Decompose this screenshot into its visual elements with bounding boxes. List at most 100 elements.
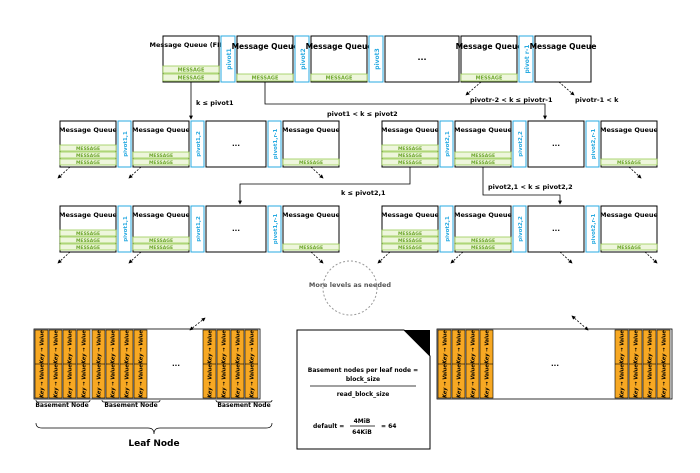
svg-text:pivot2,r-1: pivot2,r-1	[591, 214, 597, 245]
leaf-node-brace: Leaf Node	[35, 422, 273, 449]
root-message-queue-r: Message Queue	[530, 35, 596, 83]
svg-text:pivot2,r-1: pivot2,r-1	[591, 129, 597, 160]
root-pivot-1: pivot1	[220, 35, 236, 83]
edge-l2-to-l3-right	[482, 167, 562, 205]
svg-text:pivot2,1: pivot2,1	[445, 131, 451, 157]
message-label: MESSAGE	[617, 160, 641, 166]
key-value-label: Key → Value	[82, 364, 88, 398]
root-pivot-2: pivot2	[294, 35, 310, 83]
basement-label-2: Basement Node	[104, 402, 157, 409]
level3-edges	[57, 251, 658, 264]
edge-root-dashed-2	[558, 81, 575, 96]
message-label: MESSAGE	[617, 245, 641, 251]
basement-label-1: Basement Node	[35, 402, 88, 409]
message-label: MESSAGE	[398, 238, 422, 244]
key-value-label: Key → Value	[208, 330, 214, 364]
formula-default-label: default =	[313, 423, 344, 430]
formula-default-result: = 64	[381, 423, 396, 430]
key-value-label: Key → Value	[208, 364, 214, 398]
edge-label-k-le-pivot21: k ≤ pivot2,1	[341, 189, 386, 197]
root-edges	[189, 81, 575, 120]
svg-text:...: ...	[232, 140, 240, 148]
message-label: MESSAGE	[252, 76, 279, 82]
message-label: MESSAGE	[76, 153, 100, 159]
formula-numerator: block_size	[346, 376, 380, 383]
formula-denominator: read_block_size	[337, 391, 390, 398]
edge-label-pivot-r2: pivotr-2 < k ≤ pivotr-1	[470, 96, 553, 104]
key-value-label: Key → Value	[250, 364, 256, 398]
key-value-label: Key → Value	[125, 364, 131, 398]
key-value-label: Key → Value	[457, 364, 463, 398]
svg-text:pivot3: pivot3	[374, 48, 381, 69]
edge-l2-to-l3-left	[238, 167, 411, 205]
key-value-label: Key → Value	[139, 364, 145, 398]
level3-left-node: Message Queue MESSAGE MESSAGE MESSAGE pi…	[59, 205, 341, 253]
key-value-label: Key → Value	[443, 330, 449, 364]
svg-text:Message Queue: Message Queue	[456, 42, 523, 51]
message-label: MESSAGE	[299, 160, 323, 166]
key-value-label: Key → Value	[250, 330, 256, 364]
key-value-label: Key → Value	[222, 330, 228, 364]
root-mq-label: Message Queue (FIFO)	[150, 41, 233, 49]
key-value-label: Key → Value	[634, 330, 640, 364]
edge-root-to-right	[264, 82, 547, 120]
key-value-label: Key → Value	[634, 364, 640, 398]
level2-right-node: Message Queue MESSAGE MESSAGE MESSAGE pi…	[381, 120, 659, 168]
svg-text:Message Queue: Message Queue	[282, 211, 341, 219]
key-value-label: Key → Value	[222, 364, 228, 398]
svg-text:Message Queue: Message Queue	[381, 126, 440, 134]
svg-text:Message Queue: Message Queue	[306, 42, 373, 51]
key-value-label: Key → Value	[139, 330, 145, 364]
key-value-label: Key → Value	[40, 364, 46, 398]
message-label: MESSAGE	[149, 160, 173, 166]
message-label: MESSAGE	[476, 76, 503, 82]
key-value-label: Key → Value	[662, 364, 668, 398]
root-pivot-3: pivot3	[368, 35, 384, 83]
svg-text:Message Queue: Message Queue	[600, 211, 659, 219]
svg-text:Message Queue: Message Queue	[132, 211, 191, 219]
key-value-label: Key → Value	[97, 330, 103, 364]
level3-right-node: Message Queue MESSAGE MESSAGE MESSAGE pi…	[381, 205, 659, 253]
root-pivot-r-1: pivot r-1	[518, 35, 534, 83]
svg-text:pivot1,r-1: pivot1,r-1	[273, 129, 279, 160]
edge-label-pivot1-pivot2: pivot1 < k ≤ pivot2	[327, 110, 398, 118]
message-label: MESSAGE	[76, 231, 100, 237]
formula-line1: Basement nodes per leaf node =	[308, 367, 418, 374]
key-value-label: Key → Value	[471, 330, 477, 364]
key-value-label: Key → Value	[68, 364, 74, 398]
key-value-label: Key → Value	[443, 364, 449, 398]
leaf-node-caption: Leaf Node	[128, 439, 179, 449]
svg-text:pivot r-1: pivot r-1	[524, 45, 531, 74]
key-value-label: Key → Value	[648, 330, 654, 364]
svg-text:pivot1,2: pivot1,2	[196, 131, 202, 157]
message-label: MESSAGE	[471, 153, 495, 159]
key-value-label: Key → Value	[662, 330, 668, 364]
svg-text:Message Queue: Message Queue	[454, 126, 513, 134]
message-label: MESSAGE	[76, 245, 100, 251]
message-label: MESSAGE	[149, 245, 173, 251]
message-label: MESSAGE	[398, 153, 422, 159]
formula-default-den: 64KiB	[352, 429, 372, 436]
key-value-label: Key → Value	[54, 330, 60, 364]
root-node: Message Queue (FIFO) MESSAGE MESSAGE piv…	[150, 35, 596, 83]
message-label: MESSAGE	[398, 160, 422, 166]
edge-label-pivot-r1: pivotr-1 < k	[575, 96, 619, 104]
svg-text:pivot1,2: pivot1,2	[196, 216, 202, 242]
key-value-label: Key → Value	[457, 330, 463, 364]
key-value-label: Key → Value	[125, 330, 131, 364]
svg-text:...: ...	[552, 140, 560, 148]
svg-text:Message Queue: Message Queue	[454, 211, 513, 219]
